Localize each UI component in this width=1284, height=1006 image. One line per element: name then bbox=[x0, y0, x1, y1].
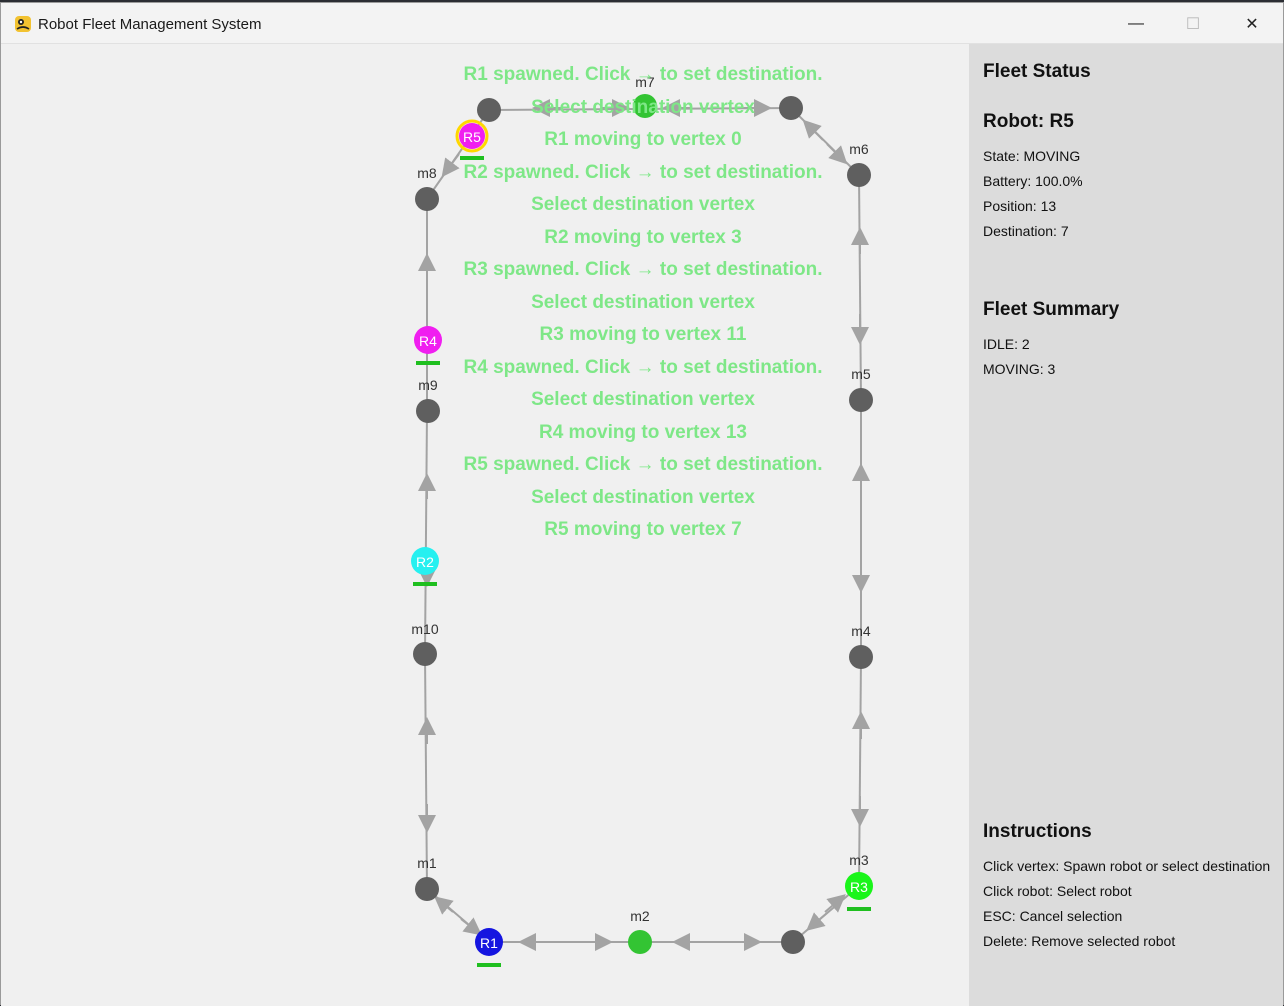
arrow-icon bbox=[826, 143, 848, 165]
log-line: R5 spawned. Click → to set destination. bbox=[463, 454, 823, 475]
vertex-m8[interactable] bbox=[415, 187, 439, 211]
vertex-label: m1 bbox=[417, 855, 437, 871]
robot-r5-selected[interactable]: R5 bbox=[455, 119, 489, 160]
instruction-line: Click vertex: Spawn robot or select dest… bbox=[983, 858, 1271, 874]
vertex-m10[interactable] bbox=[413, 642, 437, 666]
log-line: Select destination vertex bbox=[531, 96, 755, 118]
selected-robot-title: Robot: R5 bbox=[983, 111, 1074, 132]
robot-r3[interactable]: R3 bbox=[845, 872, 873, 911]
window-title: Robot Fleet Management System bbox=[38, 16, 262, 33]
vertex-label: m4 bbox=[851, 623, 871, 639]
robot-label: R5 bbox=[463, 129, 481, 145]
edge bbox=[424, 653, 428, 890]
vertex-m1[interactable] bbox=[415, 877, 439, 901]
robot-body[interactable] bbox=[414, 326, 442, 354]
robot-r4[interactable]: R4 bbox=[414, 326, 442, 365]
log-line: R3 moving to vertex 11 bbox=[539, 324, 747, 345]
vertex-m9[interactable] bbox=[416, 399, 440, 423]
edge bbox=[790, 107, 860, 176]
vertex-label: m8 bbox=[417, 165, 437, 181]
log-line: R2 spawned. Click → to set destination. bbox=[463, 161, 823, 183]
vertex-m4[interactable] bbox=[849, 645, 873, 669]
arrow-icon bbox=[824, 894, 846, 913]
vertex-label: m10 bbox=[411, 621, 438, 637]
vertex-m2[interactable] bbox=[628, 930, 652, 954]
arrow-icon bbox=[806, 912, 828, 931]
moving-count: MOVING: 3 bbox=[983, 361, 1056, 377]
vertex-m5[interactable] bbox=[849, 388, 873, 412]
edge bbox=[424, 410, 428, 655]
idle-count: IDLE: 2 bbox=[983, 336, 1030, 352]
robot-label: R1 bbox=[480, 935, 498, 951]
instruction-line: Delete: Remove selected robot bbox=[983, 933, 1176, 949]
edge bbox=[858, 656, 862, 887]
instructions-title: Instructions bbox=[983, 821, 1092, 842]
instruction-line: ESC: Cancel selection bbox=[983, 908, 1123, 924]
vertex-node[interactable] bbox=[779, 96, 803, 120]
robot-state: State: MOVING bbox=[983, 148, 1081, 164]
event-log: R1 spawned. Click → to set destination. … bbox=[419, 59, 867, 547]
arrow-icon bbox=[434, 896, 454, 915]
robot-body[interactable] bbox=[475, 928, 503, 956]
log-line: Select destination vertex bbox=[531, 194, 755, 215]
log-line: Select destination vertex bbox=[531, 291, 755, 313]
robot-battery: Battery: 100.0% bbox=[983, 173, 1083, 189]
vertex-label: m2 bbox=[630, 908, 650, 924]
close-button[interactable]: ✕ bbox=[1245, 15, 1259, 33]
robot-body[interactable] bbox=[459, 123, 485, 149]
vertex-labels: m1 m2 m3 m4 m5 m6 m7 m8 m9 m10 bbox=[411, 74, 871, 924]
robot-r1[interactable]: R1 bbox=[475, 928, 503, 967]
robots-group[interactable]: R1 R2 R3 R4 bbox=[411, 119, 873, 967]
battery-bar bbox=[413, 582, 437, 586]
robot-r2[interactable]: R2 bbox=[411, 547, 439, 586]
vertices-group[interactable] bbox=[413, 94, 873, 954]
arrow-icon bbox=[460, 917, 483, 936]
log-line: R4 spawned. Click → to set destination. bbox=[463, 356, 823, 378]
vertex-node[interactable] bbox=[477, 98, 501, 122]
python-snake-icon bbox=[15, 16, 31, 32]
edge-arrows bbox=[418, 99, 870, 951]
vertex-label: m3 bbox=[849, 852, 869, 868]
vertex-label: m5 bbox=[851, 366, 871, 382]
vertex-label: m6 bbox=[849, 141, 869, 157]
log-line: Select destination vertex bbox=[531, 389, 755, 410]
log-line: R4 moving to vertex 13 bbox=[538, 421, 748, 443]
arrow-icon bbox=[441, 153, 460, 178]
vertex-label: m9 bbox=[418, 377, 438, 393]
title-bar[interactable]: Robot Fleet Management System — ☐ ✕ bbox=[1, 3, 1283, 44]
robot-label: R3 bbox=[850, 879, 868, 895]
robot-label: R2 bbox=[416, 554, 434, 570]
graph-svg[interactable]: m1 m2 m3 m4 m5 m6 m7 m8 m9 m10 R1 bbox=[1, 44, 969, 1006]
instruction-line: Click robot: Select robot bbox=[983, 883, 1132, 899]
log-line: R1 spawned. Click → to set destination. bbox=[463, 64, 823, 85]
robot-label: R4 bbox=[419, 333, 437, 349]
fleet-status-title: Fleet Status bbox=[983, 61, 1091, 82]
battery-bar bbox=[460, 156, 484, 160]
battery-bar bbox=[477, 963, 501, 967]
fleet-summary-title: Fleet Summary bbox=[983, 299, 1120, 320]
graph-canvas[interactable]: m1 m2 m3 m4 m5 m6 m7 m8 m9 m10 R1 bbox=[1, 44, 969, 1006]
robot-destination: Destination: 7 bbox=[983, 223, 1069, 239]
robot-position: Position: 13 bbox=[983, 198, 1057, 214]
log-line: R3 spawned. Click → to set destination. bbox=[463, 259, 823, 280]
log-line: R1 moving to vertex 0 bbox=[544, 129, 742, 150]
arrow-icon bbox=[802, 119, 824, 141]
robot-body[interactable] bbox=[845, 872, 873, 900]
vertex-m7[interactable] bbox=[633, 94, 657, 118]
log-line: R5 moving to vertex 7 bbox=[544, 519, 742, 540]
selection-ring bbox=[455, 119, 489, 153]
edge bbox=[858, 174, 862, 401]
log-line: R2 moving to vertex 3 bbox=[544, 226, 742, 248]
robot-body[interactable] bbox=[411, 547, 439, 575]
minimize-button[interactable]: — bbox=[1128, 14, 1144, 32]
maximize-button[interactable]: ☐ bbox=[1185, 15, 1201, 33]
log-line: Select destination vertex bbox=[531, 486, 755, 508]
battery-bar bbox=[847, 907, 871, 911]
vertex-node[interactable] bbox=[781, 930, 805, 954]
battery-bar bbox=[416, 361, 440, 365]
fleet-status-panel: Fleet Status Robot: R5 State: MOVING Bat… bbox=[969, 44, 1283, 1006]
vertex-m6[interactable] bbox=[847, 163, 871, 187]
vertex-label: m7 bbox=[635, 74, 655, 90]
